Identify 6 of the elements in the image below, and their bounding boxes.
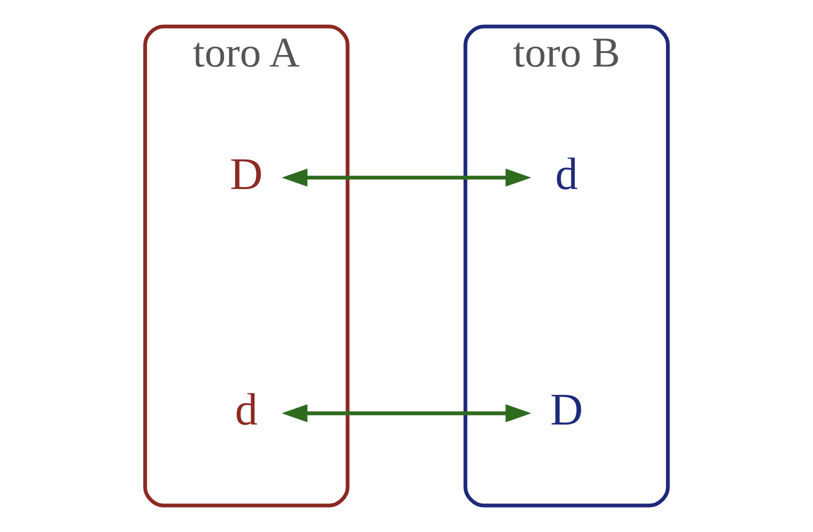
- node-text: d: [555, 148, 578, 199]
- node-text: D: [230, 148, 263, 199]
- node-text: D: [550, 384, 584, 435]
- node-text: d: [235, 384, 258, 435]
- arrow: [282, 404, 532, 422]
- arrow: [282, 168, 532, 187]
